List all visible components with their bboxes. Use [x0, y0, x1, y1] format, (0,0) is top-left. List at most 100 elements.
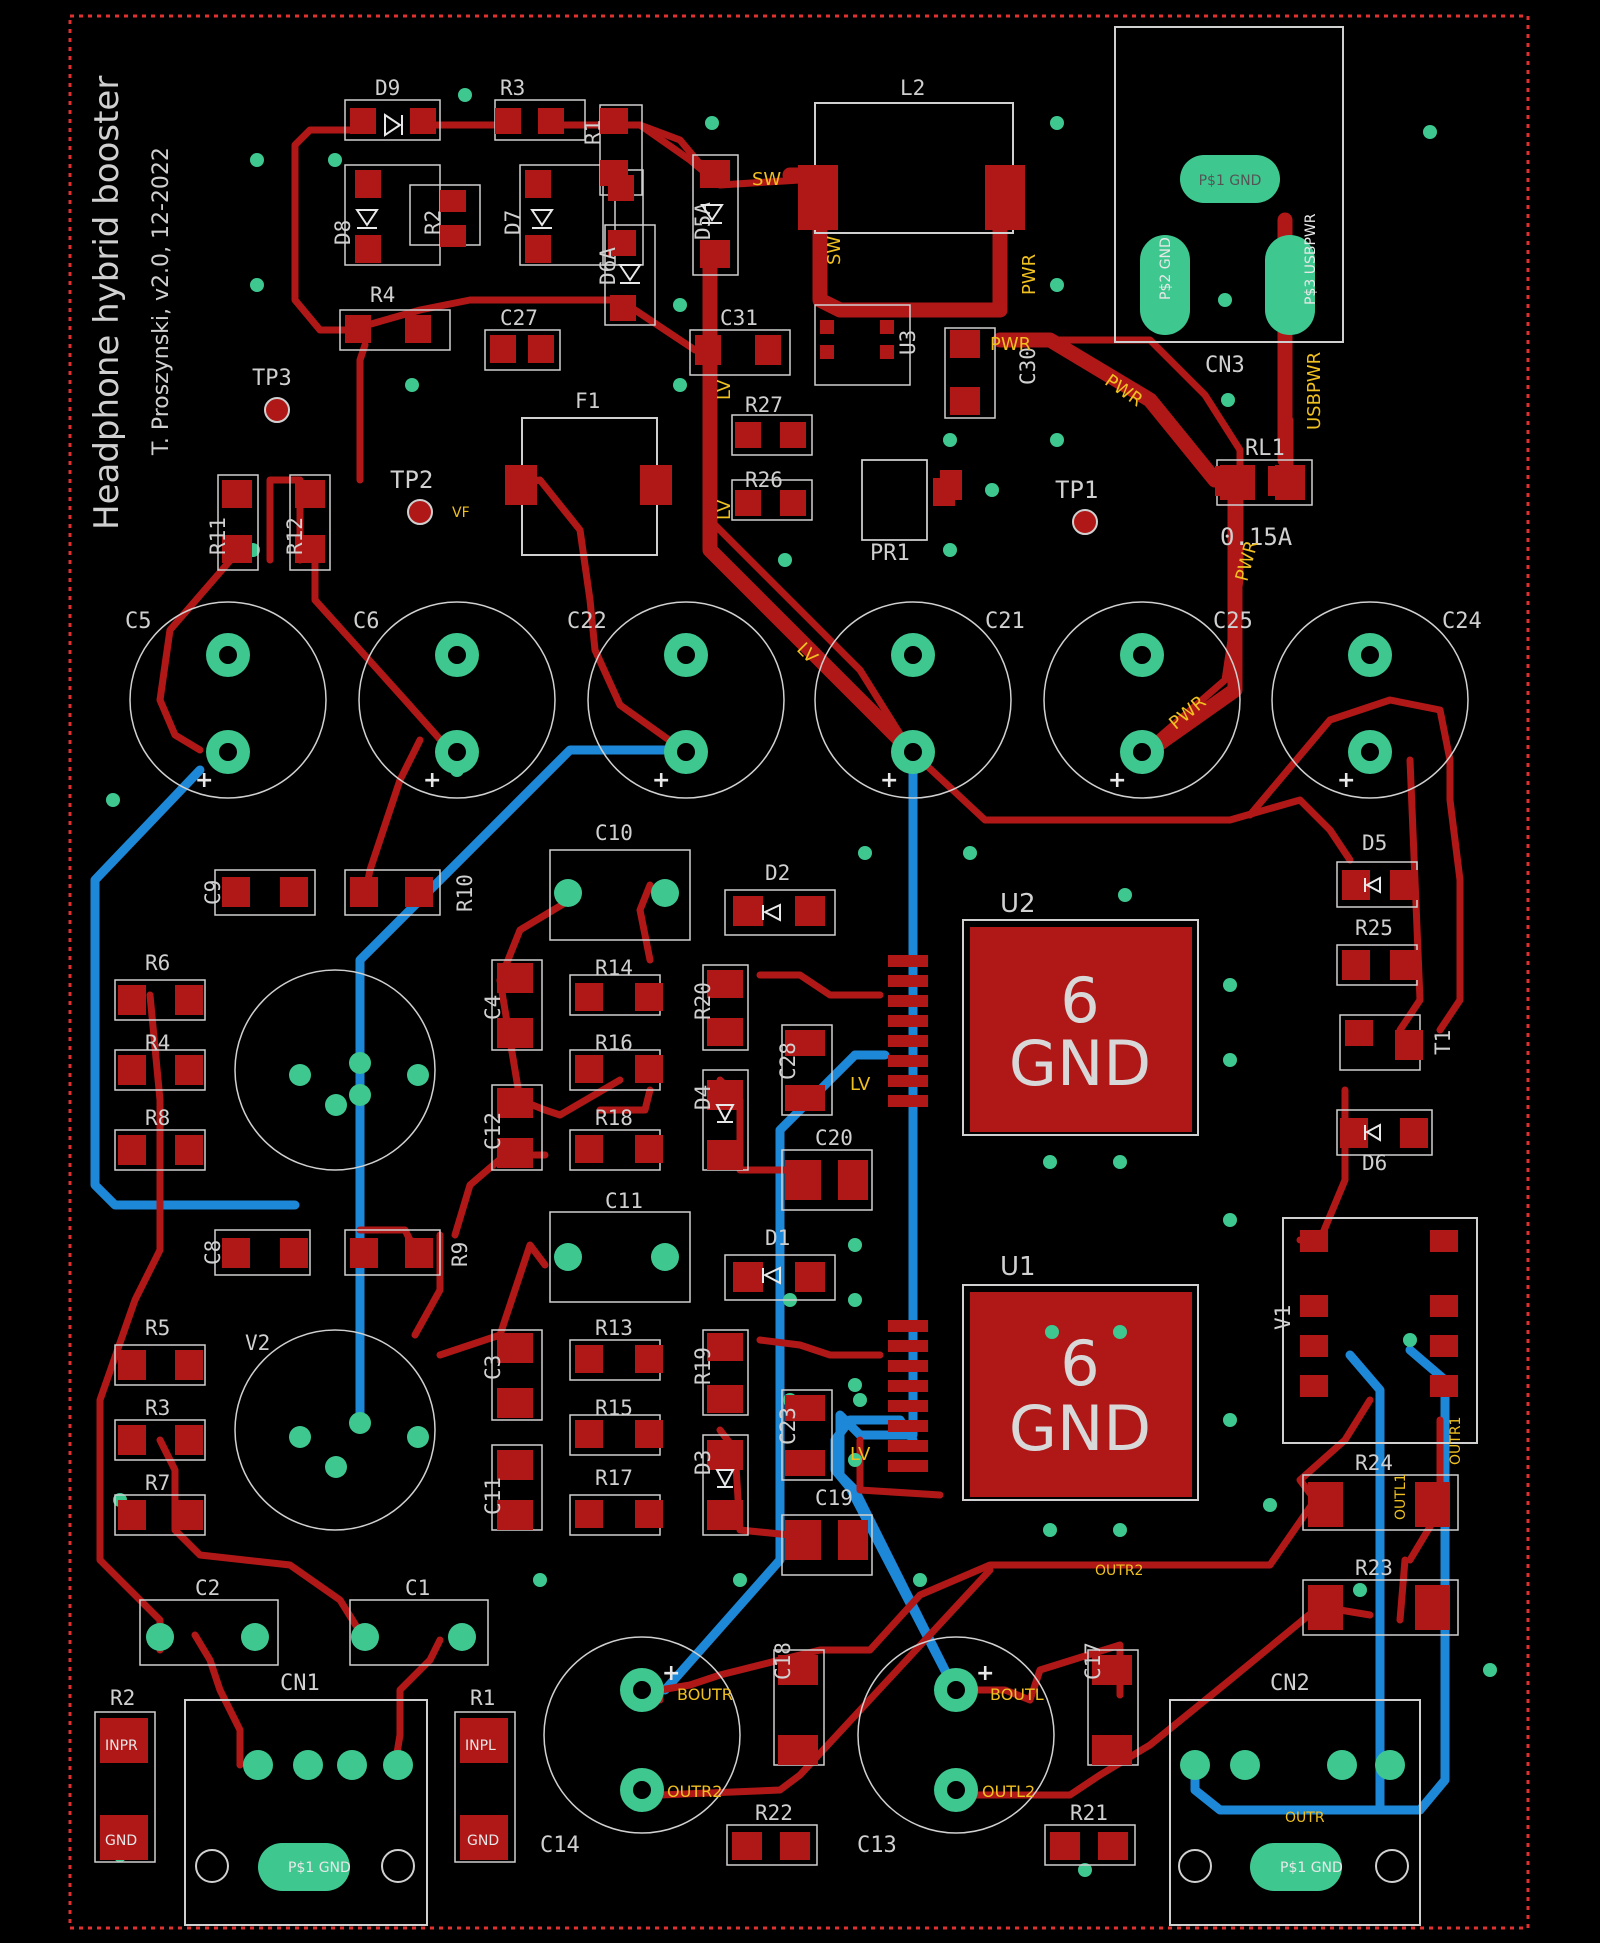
- net-outl2-1: OUTL2: [982, 1782, 1035, 1801]
- c16-ref: C18: [771, 1642, 795, 1680]
- r5-ref: R5: [145, 1316, 170, 1340]
- r25-ref: R25: [1355, 916, 1393, 940]
- silk-refs: D9 R3 L2 D8 D7 D5A D6A R4 C27 C31 F1 R27…: [110, 76, 1455, 1825]
- net-pwr-5: PWR: [1019, 254, 1040, 295]
- r8-ref: R8: [145, 1106, 170, 1130]
- cn1-shield: P$1 GND: [288, 1860, 351, 1876]
- l2-ref: F1: [575, 389, 600, 413]
- r17-ref: R17: [595, 1466, 633, 1490]
- fuse-f1: RL1 0.15A: [1220, 436, 1293, 551]
- net-boutr-1: BOUTR: [677, 1685, 733, 1704]
- cn3-pin1: P$1 GND: [1199, 173, 1262, 189]
- c12-ref: C12: [481, 1112, 505, 1150]
- pr1-footprint: PR1: [861, 459, 928, 566]
- electrolytic-labels: C5 C6 C22 C21 C25 C24 C14 C13: [125, 609, 1482, 1858]
- ic-pins: [888, 955, 928, 1472]
- d4-ref: D4: [691, 1085, 715, 1110]
- svg-text:+: +: [652, 768, 670, 793]
- u3-ref: U3: [896, 330, 920, 355]
- cn1-ref: CN1: [280, 1671, 320, 1696]
- net-vf: VF: [452, 505, 470, 521]
- diode-symbols: [355, 113, 1381, 1488]
- c20-ref: C28: [776, 1042, 800, 1080]
- c8-ref: C9: [201, 880, 225, 905]
- svg-text:+: +: [1337, 768, 1355, 793]
- rl1-ref: V1: [1271, 1305, 1295, 1330]
- board-title: Headphone hybrid booster: [87, 76, 127, 530]
- cn2-ref: CN2: [1270, 1671, 1310, 1696]
- cn2-shield: P$1 GND: [1280, 1860, 1343, 1876]
- net-lv-2: LV: [714, 499, 735, 520]
- d6a-ref: D6A: [596, 247, 620, 285]
- r2-pad-inpr: INPR: [105, 1738, 138, 1754]
- relay-rl1: [1282, 1217, 1478, 1444]
- c29-ref: R2: [421, 210, 445, 235]
- net-pwr-1: PWR: [990, 334, 1031, 355]
- r4-ref: R4: [145, 1031, 170, 1055]
- svg-text:+: +: [880, 768, 898, 793]
- c22-label: C22: [567, 609, 607, 634]
- d5-ref: D5: [1362, 831, 1387, 855]
- r22-ref: R22: [755, 1801, 793, 1825]
- c24-label: C24: [1442, 609, 1482, 634]
- r2-ref: R2: [110, 1686, 135, 1710]
- inductor-l1: [798, 102, 1025, 234]
- ic-u1: 6 GND U1: [962, 1252, 1199, 1501]
- r15-ref: R15: [595, 1396, 633, 1420]
- cn3-pin2: P$2 GND: [1158, 237, 1174, 300]
- net-lv-1: LV: [714, 379, 735, 400]
- d3-ref: D3: [691, 1450, 715, 1475]
- r13-ref: R13: [595, 1316, 633, 1340]
- svg-text:+: +: [423, 768, 441, 793]
- net-outr: OUTR: [1285, 1810, 1325, 1826]
- r19-ref: R19: [691, 1347, 715, 1385]
- d8-ref: D8: [331, 220, 355, 245]
- u1-ref: U1: [1000, 1252, 1036, 1282]
- r10-ref: R10: [453, 874, 477, 912]
- c6-label: C6: [353, 609, 380, 634]
- c27-ref: C31: [720, 306, 758, 330]
- c18-ref: C20: [815, 1126, 853, 1150]
- via-holes: [219, 646, 1379, 1799]
- c15-ref: C17: [1081, 1642, 1105, 1680]
- tp2-ref: TP2: [390, 466, 433, 494]
- net-lv-4: LV: [850, 1074, 871, 1095]
- f1-value: 0.15A: [1220, 523, 1293, 551]
- board-outline: [68, 14, 1530, 1930]
- r27-ref: R27: [745, 393, 783, 417]
- u1-pad-number: 6: [1060, 1327, 1099, 1400]
- c9-ref: C11: [605, 1189, 643, 1213]
- connector-cn2: CN2: [1169, 1671, 1421, 1926]
- r24-ref: R24: [1355, 1451, 1393, 1475]
- r2-pad-gnd: GND: [105, 1833, 137, 1849]
- r16-ref: R16: [595, 1031, 633, 1055]
- svg-text:+: +: [1108, 768, 1126, 793]
- r11-ref: R11: [206, 517, 230, 555]
- r21-ref: R21: [1070, 1801, 1108, 1825]
- v1-ref: V2: [245, 1331, 270, 1355]
- c10-ref: C10: [595, 821, 633, 845]
- net-outr1: OUTR1: [1448, 1417, 1464, 1465]
- r1-pad-gnd: GND: [467, 1833, 499, 1849]
- cn3-pin3: P$3 USBPWR: [1303, 213, 1319, 305]
- cn3-ref: CN3: [1205, 353, 1245, 378]
- net-sw-2: SW: [824, 236, 845, 265]
- u2-pad-number: 6: [1060, 964, 1099, 1037]
- u1-pad-net: GND: [1009, 1392, 1151, 1465]
- connector-cn3: P$1 GND CN3: [1114, 26, 1344, 378]
- tp3-ref: TP3: [252, 366, 292, 391]
- ic-u2: 6 GND U2: [962, 889, 1199, 1136]
- net-outr2-1: OUTR2: [667, 1782, 722, 1801]
- r23-ref: R23: [1355, 1556, 1393, 1580]
- c28-ref: R1: [581, 120, 605, 145]
- c21-label: C21: [985, 609, 1025, 634]
- c4-ref: C4: [481, 995, 505, 1020]
- c31-ref: R4: [370, 283, 395, 307]
- r1-ref: R1: [470, 1686, 495, 1710]
- smd-pads: [100, 108, 1450, 1860]
- net-outr2-2: OUTR2: [1095, 1563, 1143, 1579]
- bottom-copper-traces: [90, 745, 1450, 1815]
- l1-ref: L2: [900, 76, 925, 100]
- r12-ref: R12: [283, 517, 307, 555]
- connector-cn1: CN1: [184, 1671, 428, 1926]
